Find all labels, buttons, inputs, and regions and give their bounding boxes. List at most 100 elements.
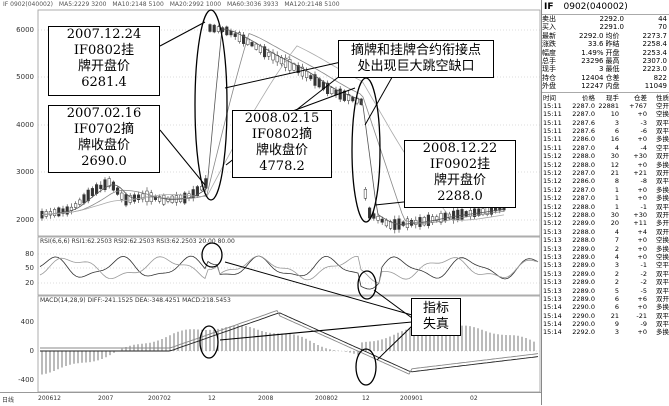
tick-cell: 双开: [656, 294, 669, 303]
tick-cell: +6: [637, 294, 647, 303]
gap-ellipse-2008: [194, 9, 228, 201]
tick-cell: -2: [640, 269, 647, 278]
tick-cell: 双开: [656, 210, 669, 219]
tick-cell: 2289.0: [572, 269, 595, 278]
candle-body: [137, 194, 141, 200]
candle-body: [380, 218, 384, 223]
callout-gap-note: 摘牌和挂牌合约衔接点 处出现巨大跳空缺口: [338, 40, 494, 78]
candle-body: [158, 196, 162, 202]
ma-line-short: [41, 28, 505, 225]
candle-body: [410, 219, 414, 226]
callout-if0702-close: 2007.02.16 IF0702摘 牌收盘价 2690.0: [48, 105, 160, 173]
tick-cell: 15:13: [543, 261, 562, 270]
tick-cell: 双开: [656, 169, 669, 178]
tick-cell: 空开: [656, 101, 669, 110]
tick-cell: 3: [614, 328, 619, 337]
tick-cell: +0: [637, 328, 647, 337]
quote-value: 11049: [644, 82, 667, 91]
gap-ellipse-2009: [351, 77, 381, 223]
candle-body: [363, 189, 367, 199]
y-tick-label: 2000: [16, 216, 34, 224]
candle-body: [384, 219, 388, 227]
y-tick-label: 5000: [16, 73, 34, 81]
candle-body: [460, 209, 464, 220]
tick-cell: 2288.0: [572, 160, 595, 169]
candle-body: [57, 207, 61, 217]
macd-tick-label: 0: [30, 347, 34, 355]
candle-body: [443, 212, 447, 222]
candle-body: [229, 30, 233, 36]
quote-label: 最新: [542, 31, 556, 40]
tick-cell: 2286.0: [572, 177, 595, 186]
callout-indicator-distortion: 指标 失真: [411, 298, 461, 336]
callout-text: IF0702摘: [73, 122, 135, 137]
tick-cell: 15:12: [543, 169, 562, 178]
tick-cell: +0: [637, 236, 647, 245]
tick-cell: 15:13: [543, 278, 562, 287]
callout-text: 2008.12.22: [422, 141, 498, 156]
candle-body: [242, 34, 246, 44]
kline-chart-canvas[interactable]: 6000 5000 4000 3000 2000 80 50 20 400 0 …: [0, 0, 541, 392]
callout-text: 牌开盘价: [433, 173, 486, 188]
callout-text: 2007.02.16: [66, 106, 142, 121]
candle-body: [141, 193, 145, 200]
tick-cell: -1: [640, 261, 647, 270]
rsi-ellipse-2: [357, 270, 377, 300]
quote-value: 2292.0: [579, 31, 604, 40]
tick-cell: 多换: [656, 303, 669, 312]
candle-body: [48, 211, 52, 216]
tick-cell: 12: [610, 160, 619, 169]
tick-cell: 15:12: [543, 202, 562, 211]
tick-cell: 2289.0: [572, 252, 595, 261]
callout-text: 牌收盘价: [77, 138, 130, 153]
x-tick-label: 2008: [258, 395, 274, 402]
x-tick-label: 200901: [400, 395, 423, 402]
tick-cell: 7: [614, 236, 619, 245]
ma-label: MA120:2148 5100: [284, 1, 340, 8]
tick-cell: 多开: [656, 219, 669, 228]
tick-cell: 2289.0: [572, 278, 595, 287]
tick-cell: -21: [636, 311, 647, 320]
tick-cell: -2: [640, 278, 647, 287]
tick-cell: 8: [614, 177, 619, 186]
ticks-header: 时间 价格 现手 仓差 性质: [542, 94, 669, 102]
tick-cell: 2287.0: [572, 185, 595, 194]
tick-cell: 多换: [656, 194, 669, 203]
tick-cell: -8: [640, 177, 647, 186]
quote-value: 2258.4: [642, 40, 668, 49]
candle-body: [347, 94, 351, 101]
tick-cell: 1: [614, 194, 619, 203]
candle-body: [90, 188, 94, 197]
